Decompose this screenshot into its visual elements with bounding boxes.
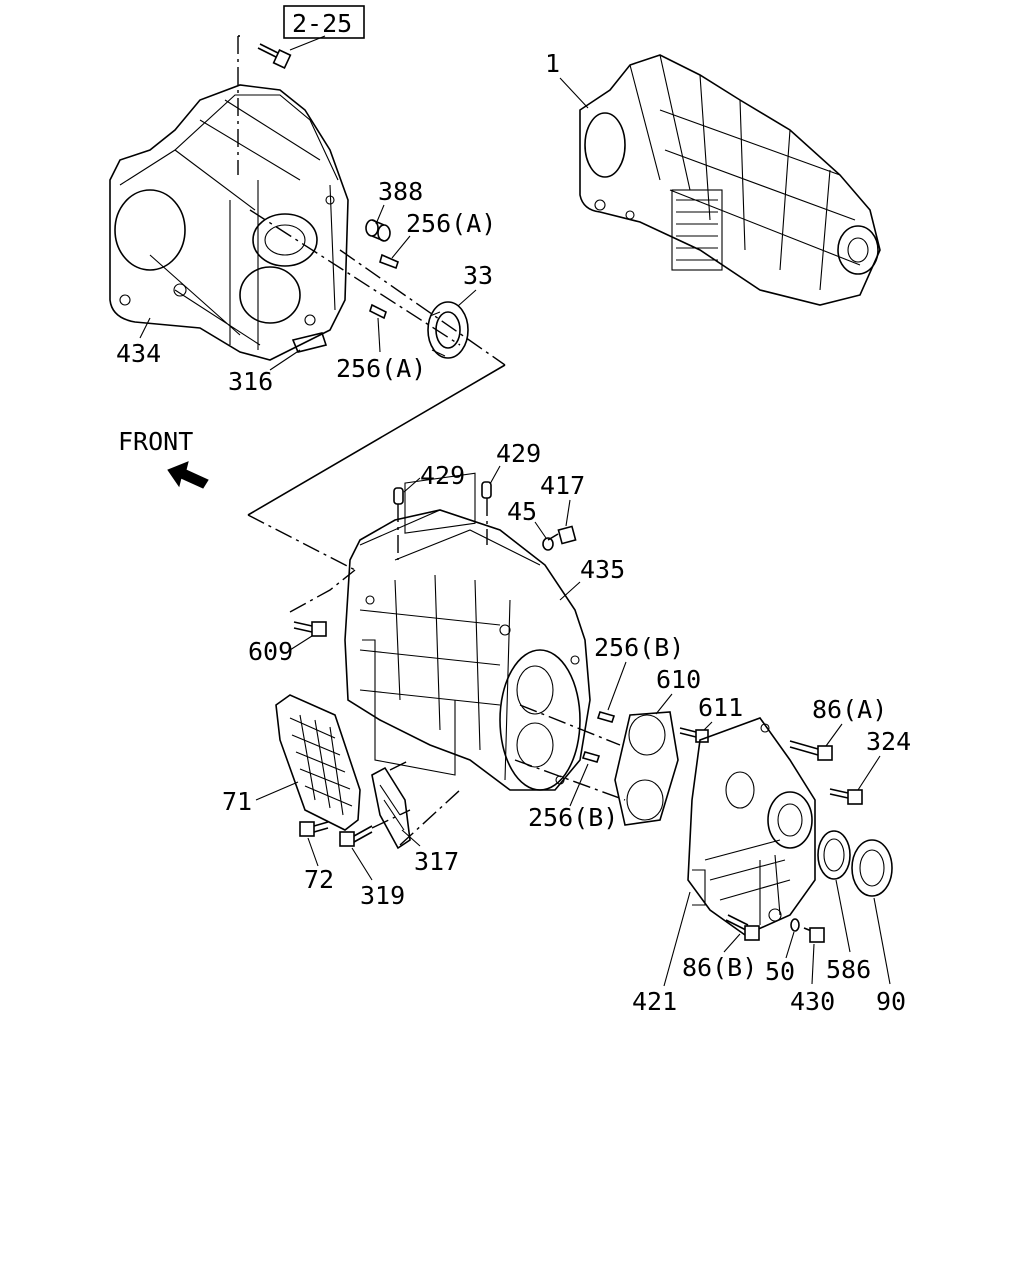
callout-316: 316 <box>228 367 273 396</box>
dowel-pin-429-left <box>393 487 404 505</box>
callout-86b: 86(B) <box>682 953 757 982</box>
oil-seal-90 <box>851 839 893 897</box>
callout-90: 90 <box>876 987 906 1016</box>
bolt-324 <box>829 788 863 805</box>
rear-cover <box>687 717 816 936</box>
plug-430 <box>803 927 825 943</box>
gasket-317 <box>371 766 411 850</box>
callout-33: 33 <box>463 261 493 290</box>
transmission-assembly <box>579 54 881 306</box>
callout-50: 50 <box>765 957 795 986</box>
bolt-319 <box>339 825 373 847</box>
drain-plug <box>547 525 577 545</box>
reference-box-label: 2-25 <box>292 9 352 38</box>
callout-45: 45 <box>507 497 537 526</box>
reference-box[interactable]: 2-25 <box>283 5 365 39</box>
callout-434: 434 <box>116 339 161 368</box>
dowel-pin-b-bottom <box>581 751 601 763</box>
bolt-611 <box>679 727 709 743</box>
callout-319: 319 <box>360 881 405 910</box>
bolt-609 <box>293 621 327 637</box>
callout-256b-bottom: 256(B) <box>528 803 618 832</box>
front-arrow-icon <box>167 461 209 489</box>
callout-324: 324 <box>866 727 911 756</box>
front-label: FRONT <box>118 427 193 456</box>
callout-586: 586 <box>826 955 871 984</box>
o-ring-45 <box>542 537 554 551</box>
side-cover-plate <box>275 694 361 831</box>
callout-388: 388 <box>378 177 423 206</box>
callout-256a-bottom: 256(A) <box>336 354 426 383</box>
bushing <box>365 219 391 242</box>
callout-609: 609 <box>248 637 293 666</box>
bolt-86b <box>725 914 760 941</box>
bearing-586 <box>817 830 851 880</box>
callout-1: 1 <box>545 49 560 78</box>
dowel-pin-a-top <box>379 253 399 270</box>
callout-256a-top: 256(A) <box>406 209 496 238</box>
callout-71: 71 <box>222 787 252 816</box>
dowel-pin-a-bottom <box>369 303 387 320</box>
transmission-case <box>344 472 591 791</box>
callout-317: 317 <box>414 847 459 876</box>
dowel-pin-b-top <box>596 711 616 723</box>
oil-seal <box>427 301 469 359</box>
callout-610: 610 <box>656 665 701 694</box>
callout-435: 435 <box>580 555 625 584</box>
callout-72: 72 <box>304 865 334 894</box>
washer-50 <box>790 918 800 932</box>
shim-plate <box>291 332 328 353</box>
callout-429-right: 429 <box>496 439 541 468</box>
housing-bolt <box>257 43 292 69</box>
gasket-610 <box>614 711 679 826</box>
clutch-housing <box>109 84 349 361</box>
bolt-86a <box>789 740 833 761</box>
dowel-pin-429-right <box>481 481 492 499</box>
callout-256b-top: 256(B) <box>594 633 684 662</box>
bolt-72 <box>299 821 329 837</box>
callout-429-left: 429 <box>420 461 465 490</box>
callout-430: 430 <box>790 987 835 1016</box>
callout-611: 611 <box>698 693 743 722</box>
callout-417: 417 <box>540 471 585 500</box>
callout-421: 421 <box>632 987 677 1016</box>
callout-86a: 86(A) <box>812 695 887 724</box>
